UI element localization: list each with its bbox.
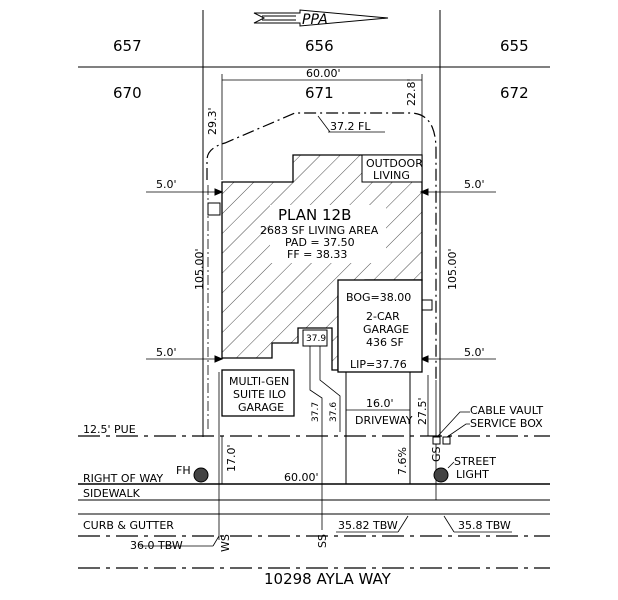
multi-gen-suite xyxy=(221,369,295,417)
street-light-label-1: STREET xyxy=(454,455,496,468)
lot-671: 671 xyxy=(305,84,334,102)
ppa-text: PPA xyxy=(302,12,328,28)
frontage-label: 60.00' xyxy=(284,471,319,484)
left-marker xyxy=(207,202,221,216)
pue-label: 12.5' PUE xyxy=(83,423,136,436)
lip-elev: LIP=37.76 xyxy=(350,358,407,371)
pad-elev: PAD = 37.50 xyxy=(285,236,355,249)
row-label: RIGHT OF WAY xyxy=(83,472,163,485)
front-setback: 17.0' xyxy=(225,444,238,472)
lot-656: 656 xyxy=(305,37,334,55)
service-box-icon xyxy=(442,436,451,445)
right-marker xyxy=(421,299,433,311)
outdoor-living xyxy=(361,154,423,183)
right-corner-dim: 22.8' xyxy=(405,78,418,106)
lot-lines xyxy=(78,10,550,437)
fl-label: 37.2 FL xyxy=(330,120,371,133)
street-light-icon xyxy=(433,467,449,483)
entry-box xyxy=(302,329,328,347)
setback-bot-left: 5.0' xyxy=(156,346,177,359)
depth-right: 105.00' xyxy=(446,248,459,290)
fire-hydrant-icon xyxy=(193,467,209,483)
bog-elev: BOG=38.00 xyxy=(346,291,411,304)
curb-label: CURB & GUTTER xyxy=(83,519,174,532)
mg-label-1: MULTI-GEN xyxy=(229,375,289,388)
ws-label: WS xyxy=(219,534,232,552)
living-area: 2683 SF LIVING AREA xyxy=(260,224,379,237)
ff-elev: FF = 38.33 xyxy=(287,248,347,261)
cable-vault-icon xyxy=(432,436,441,445)
street-address: 10298 AYLA WAY xyxy=(264,570,392,588)
gs-label: GS xyxy=(430,446,443,462)
cable-vault-label: CABLE VAULT xyxy=(470,404,543,417)
garage-label-3: 436 SF xyxy=(366,336,404,349)
drive-dim: 27.5' xyxy=(416,397,429,425)
setback-top-left: 5.0' xyxy=(156,178,177,191)
sidewalk-label: SIDEWALK xyxy=(83,487,141,500)
grading-line xyxy=(206,112,437,380)
lot-655: 655 xyxy=(500,37,529,55)
service-box-label: SERVICE BOX xyxy=(470,417,543,430)
mg-label-2: SUITE ILO xyxy=(233,388,286,401)
setback-bot-right: 5.0' xyxy=(464,346,485,359)
slope-label: 7.6% xyxy=(396,447,409,475)
elev-37-7: 37.7 xyxy=(311,402,321,422)
ss-label: SS xyxy=(316,534,329,548)
driveway-width: 16.0' xyxy=(366,397,394,410)
tbw-mid: 35.82 TBW xyxy=(338,519,398,532)
setback-arrows xyxy=(146,188,496,363)
street-light-label-2: LIGHT xyxy=(456,468,489,481)
outdoor-label-1: OUTDOOR xyxy=(366,157,423,170)
setback-top-right: 5.0' xyxy=(464,178,485,191)
street-lines xyxy=(78,435,550,569)
plan-name: PLAN 12B xyxy=(278,206,351,224)
mg-label-3: GARAGE xyxy=(238,401,284,414)
left-corner-dim: 29.3' xyxy=(206,107,219,135)
garage-label-1: 2-CAR xyxy=(366,310,400,323)
fl-leader xyxy=(317,115,331,133)
ppa-arrow-logo: PPA xyxy=(253,9,389,28)
garage xyxy=(337,279,423,373)
lot-672: 672 xyxy=(500,84,529,102)
fh-label: FH xyxy=(176,464,191,477)
width-top-label: 60.00' xyxy=(306,67,341,80)
elev-37-6: 37.6 xyxy=(329,402,339,422)
lot-657: 657 xyxy=(113,37,142,55)
depth-left: 105.00' xyxy=(193,248,206,290)
elev-37-9: 37.9 xyxy=(306,334,326,344)
outdoor-label-2: LIVING xyxy=(373,169,410,182)
tbw-left: 36.0 TBW xyxy=(130,539,183,552)
garage-label-2: GARAGE xyxy=(363,323,409,336)
lot-670: 670 xyxy=(113,84,142,102)
tbw-right: 35.8 TBW xyxy=(458,519,511,532)
driveway-label: DRIVEWAY xyxy=(355,414,413,427)
